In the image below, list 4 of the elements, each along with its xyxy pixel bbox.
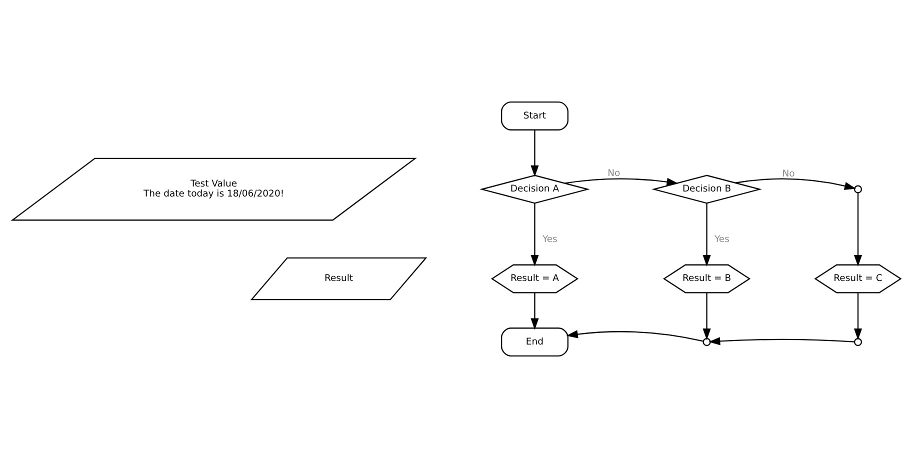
edge-label: Yes	[714, 233, 730, 244]
edge-label: No	[608, 168, 620, 179]
edge-label: Yes	[542, 233, 558, 244]
edge-label: No	[782, 168, 795, 180]
